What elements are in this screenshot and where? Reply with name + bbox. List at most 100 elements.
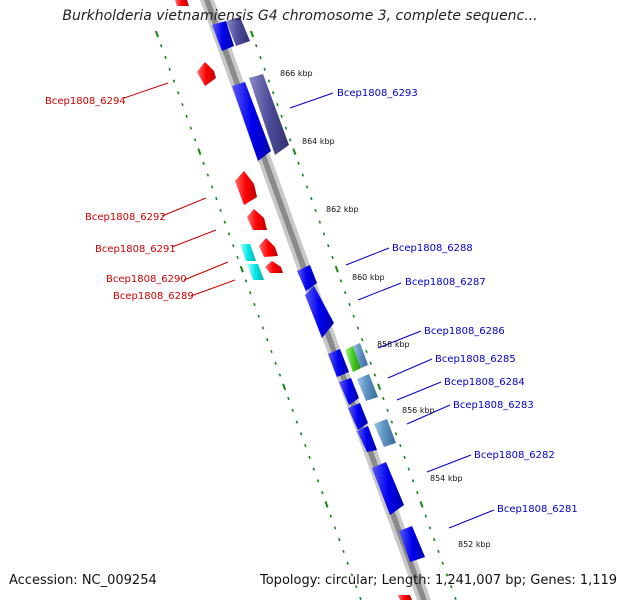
ruler-tick: [312, 467, 316, 471]
ruler-tick: [215, 197, 218, 201]
ruler-tick: [239, 265, 244, 273]
ruler-tick: [227, 232, 231, 236]
ruler-tick: [244, 279, 248, 283]
ruler-tick: [210, 185, 214, 189]
ruler-tick: [373, 373, 377, 377]
reverse-gene-labels: Bcep1808_6294 Bcep1808_6292 Bcep1808_629…: [45, 96, 194, 302]
gene-feature-bcep1808-6291: [247, 209, 267, 230]
ruler-left: [154, 30, 362, 600]
ruler-tick: [299, 432, 303, 436]
ruler-tick: [437, 549, 440, 553]
gene-label-bcep1808-6282[interactable]: Bcep1808_6282: [474, 450, 555, 461]
ruler-tick: [265, 338, 269, 342]
ruler-tick: [219, 208, 222, 212]
ruler-tick: [445, 573, 449, 577]
ruler-tick: [333, 526, 337, 530]
ruler-tick: [282, 383, 287, 391]
ruler-tick: [352, 314, 355, 318]
label-connectors: [123, 82, 495, 529]
gene-feature-rna-upper: [240, 244, 256, 261]
gene-feature-bottom-red: [398, 595, 412, 600]
ruler-tick: [164, 55, 167, 60]
ruler-tick: [399, 444, 402, 448]
ruler-tick: [304, 444, 307, 448]
ruler-tick: [386, 408, 389, 412]
genome-map-view: 866 kbp 864 kbp 862 kbp 860 kbp 858 kbp …: [9, 0, 617, 600]
gene-feature-bcep1808-6289: [265, 261, 283, 273]
forward-gene-labels: Bcep1808_6293 Bcep1808_6288 Bcep1808_628…: [337, 88, 578, 515]
ruler-tick: [449, 585, 453, 589]
ruler-tick: [288, 138, 292, 142]
gene-feature-top-red: [175, 0, 189, 6]
gene-feature-bcep1808-6284: [357, 374, 378, 401]
ruler-tick: [350, 573, 354, 577]
gene-feature-bcep1808-6294: [197, 62, 216, 86]
ruler-tick: [291, 408, 294, 412]
ruler-tick: [331, 255, 334, 259]
ruler-tick: [411, 479, 415, 483]
ruler-tick: [314, 208, 317, 212]
tick-label: 854 kbp: [430, 474, 463, 483]
ruler-tick: [263, 67, 266, 71]
gene-label-bcep1808-6289[interactable]: Bcep1808_6289: [113, 291, 194, 302]
tick-label: 866 kbp: [280, 69, 313, 78]
ruler-tick: [271, 91, 275, 95]
reverse-strand-genes: [175, 0, 412, 600]
ruler-tick: [316, 479, 320, 483]
gene-label-bcep1808-6288[interactable]: Bcep1808_6288: [392, 243, 473, 254]
ruler-tick: [416, 491, 419, 495]
gene-label-bcep1808-6281[interactable]: Bcep1808_6281: [497, 504, 578, 515]
ruler-tick: [339, 279, 343, 283]
gene-feature-bcep1808-6282-blue: [357, 426, 377, 452]
ruler-tick: [356, 326, 360, 330]
gene-label-bcep1808-6285[interactable]: Bcep1808_6285: [435, 354, 516, 365]
ruler-tick: [308, 455, 311, 459]
ruler-tick: [176, 91, 180, 95]
gene-feature-top-blue: [212, 21, 234, 51]
ruler-tick: [354, 585, 358, 589]
ruler-tick: [318, 220, 322, 224]
ruler-tick: [359, 596, 362, 600]
gene-label-bcep1808-6284[interactable]: Bcep1808_6284: [444, 377, 525, 388]
ruler-tick: [403, 455, 406, 459]
ruler-tick: [382, 396, 385, 401]
ruler-tick: [249, 30, 255, 38]
ruler-tick: [334, 265, 339, 273]
gene-feature-bcep1808-6281: [399, 526, 425, 562]
ruler-tick: [280, 114, 283, 118]
ruler-tick: [454, 596, 457, 600]
ruler-tick: [267, 79, 271, 83]
tick-label: 862 kbp: [326, 205, 359, 214]
gene-label-bcep1808-6292[interactable]: Bcep1808_6292: [85, 212, 166, 223]
gene-feature-bcep1808-6285: [353, 343, 368, 368]
tick-label: 856 kbp: [402, 406, 435, 415]
gene-label-bcep1808-6293[interactable]: Bcep1808_6293: [337, 88, 418, 99]
ruler-tick: [365, 349, 368, 354]
ruler-tick: [276, 102, 279, 107]
gene-label-bcep1808-6286[interactable]: Bcep1808_6286: [424, 326, 505, 337]
ruler-tick: [321, 491, 324, 495]
ruler-tick: [197, 148, 202, 155]
ruler-tick: [433, 538, 436, 542]
ruler-tick: [206, 173, 210, 177]
ruler-tick: [305, 185, 309, 189]
ruler-tick: [310, 197, 313, 201]
gene-label-bcep1808-6291[interactable]: Bcep1808_6291: [95, 244, 176, 255]
ruler-tick: [223, 220, 227, 224]
ruler-tick: [424, 514, 427, 518]
ruler-tick: [377, 383, 382, 391]
gene-label-bcep1808-6283[interactable]: Bcep1808_6283: [453, 400, 534, 411]
gene-label-bcep1808-6290[interactable]: Bcep1808_6290: [106, 274, 187, 285]
ruler-tick: [154, 30, 160, 38]
ruler-tick: [390, 420, 394, 424]
ruler-tick: [301, 173, 305, 177]
gene-feature-bcep1808-6292: [235, 171, 257, 205]
gene-feature-rna-lower: [247, 264, 264, 280]
ruler-tick: [329, 514, 332, 518]
ruler-tick: [292, 148, 297, 155]
gene-label-bcep1808-6294[interactable]: Bcep1808_6294: [45, 96, 126, 107]
accession-text: Accession: NC_009254: [9, 573, 157, 588]
gene-label-bcep1808-6287[interactable]: Bcep1808_6287: [405, 277, 486, 288]
gene-feature-bcep1808-6283: [374, 419, 396, 447]
forward-strand-genes: [212, 17, 425, 562]
